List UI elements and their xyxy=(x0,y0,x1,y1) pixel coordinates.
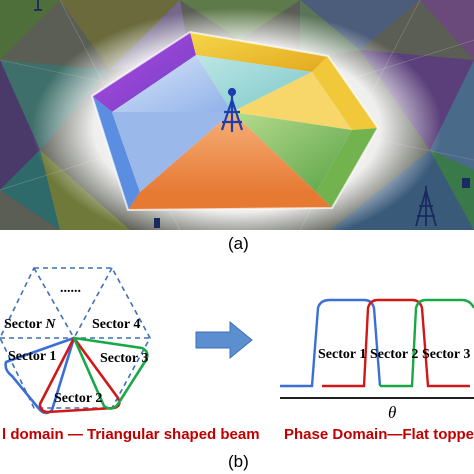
sector-band-yellow xyxy=(312,56,378,130)
right-diagram-title: Phase Domain—Flat topped xyxy=(284,426,474,443)
neighbor-tower-icon xyxy=(415,186,437,227)
sector-band-blue xyxy=(92,96,140,210)
sector-1-label: Sector 1 xyxy=(8,349,56,364)
sector-inner-orange xyxy=(140,112,316,192)
sector-4-label: Sector 4 xyxy=(92,317,140,332)
sector-inner-blue xyxy=(112,112,232,192)
flat-beam-green xyxy=(380,298,474,388)
hexagon-cell xyxy=(90,30,380,212)
flat-beam-red xyxy=(322,298,470,388)
sector-3-label: Sector 3 xyxy=(100,351,148,366)
neighbor-tower-icon xyxy=(462,178,470,188)
left-diagram-title: l domain — Triangular shaped beam xyxy=(2,426,260,443)
flat-sector-1-label: Sector 1 xyxy=(318,347,366,362)
sector-band-orange xyxy=(128,192,332,210)
transform-arrow xyxy=(195,320,253,360)
sector-band-purple xyxy=(92,32,196,112)
sector-map-panel xyxy=(0,0,474,248)
beam-green xyxy=(72,336,149,410)
sector-inner-light-blue xyxy=(112,55,232,112)
sector-n-label: Sector N xyxy=(4,317,56,332)
neighbor-tower-icon xyxy=(154,218,160,228)
flat-sector-3-label: Sector 3 xyxy=(422,347,470,362)
flat-topped-beam-diagram: Sector 1 Sector 2 Sector 3 θ xyxy=(280,298,474,422)
sector-inner-yellow xyxy=(232,72,352,130)
dots-label: ...... xyxy=(60,281,81,296)
sector-2-label: Sector 2 xyxy=(54,391,102,406)
caption-a: (a) xyxy=(228,234,249,253)
sector-inner-teal xyxy=(196,55,312,112)
caption-b: (b) xyxy=(228,452,249,471)
neighbor-tower-icon xyxy=(34,0,42,11)
flat-sector-2-label: Sector 2 xyxy=(370,347,418,362)
flat-beam-blue xyxy=(280,298,382,388)
sector-band-green xyxy=(316,128,378,208)
triangular-beam-diagram: ...... Sector N Sector 4 Sector 1 Sector… xyxy=(0,267,151,415)
theta-label: θ xyxy=(388,403,396,422)
base-station-icon xyxy=(220,87,244,132)
sector-band-gold xyxy=(190,32,328,72)
sector-inner-green xyxy=(232,112,352,192)
